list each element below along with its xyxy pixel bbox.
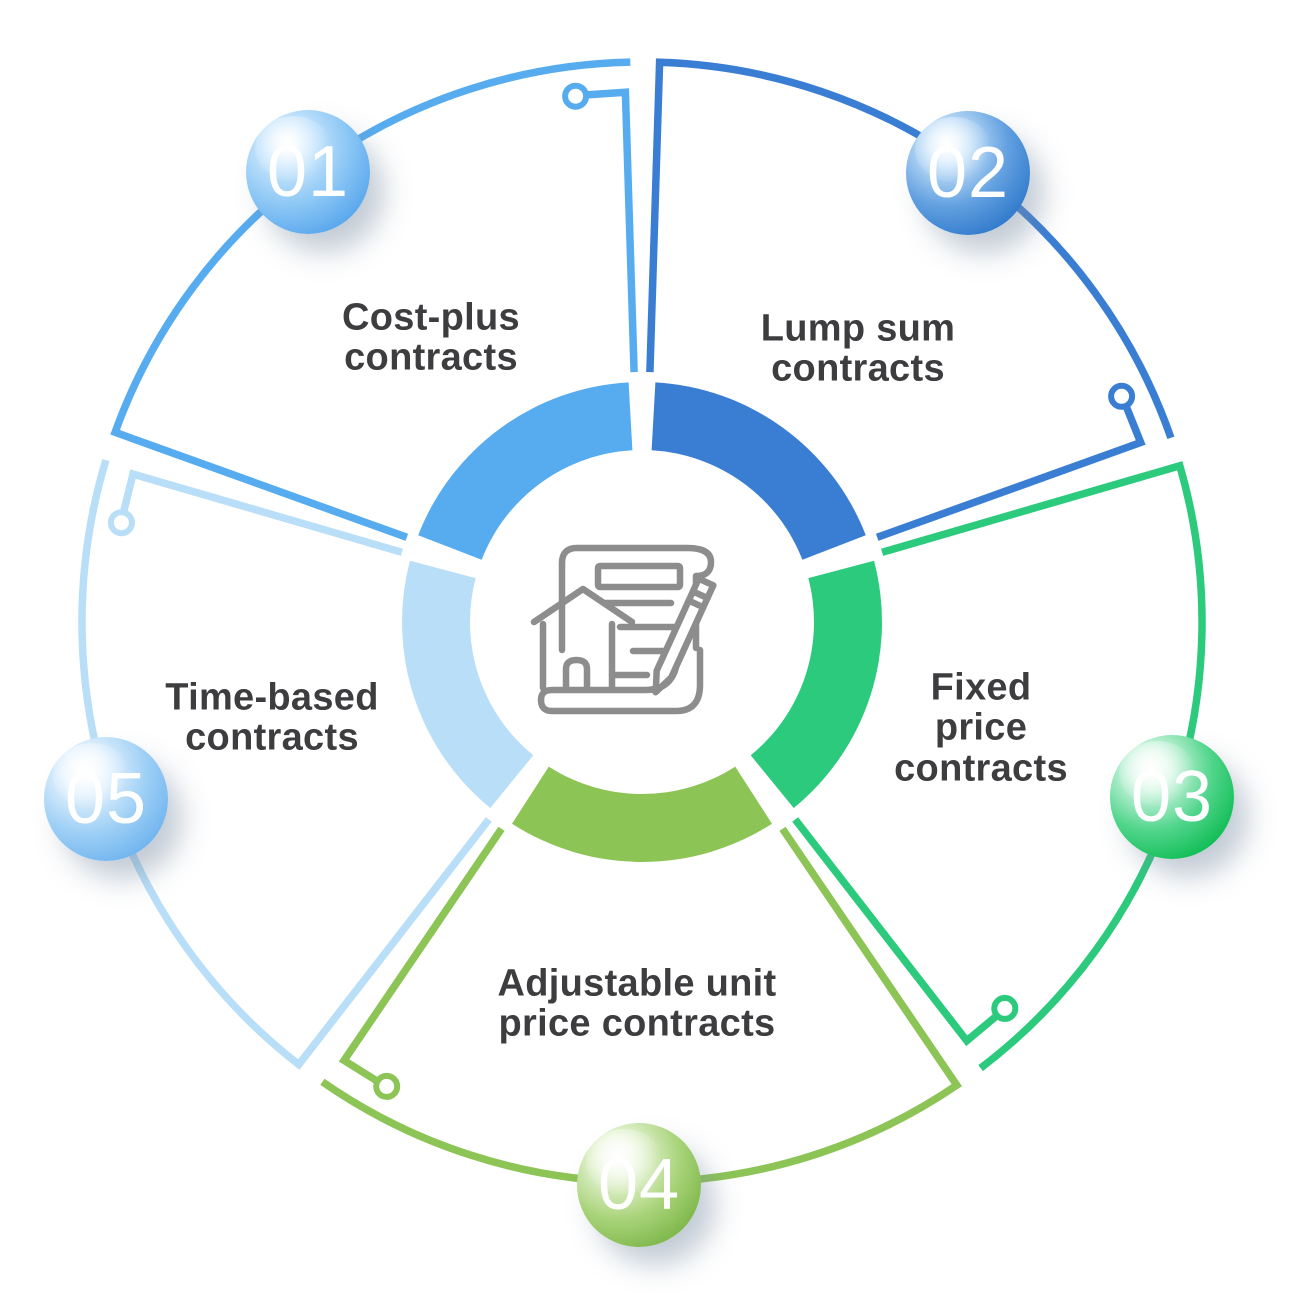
label-line: contracts bbox=[894, 747, 1068, 790]
section-label-01: Cost-plus contracts bbox=[342, 296, 520, 379]
section-pin-edge bbox=[119, 469, 403, 556]
pin-circle-icon bbox=[1108, 382, 1136, 410]
step-badge-03: 03 bbox=[1110, 735, 1234, 859]
step-number: 02 bbox=[926, 133, 1010, 213]
label-line: contracts bbox=[771, 348, 945, 390]
house-roof bbox=[530, 585, 636, 626]
step-number: 04 bbox=[597, 1145, 681, 1225]
donut-segment bbox=[512, 766, 772, 862]
section-label-03: Fixed price contracts bbox=[894, 666, 1068, 790]
label-line: Lump sum bbox=[760, 307, 956, 350]
donut-segment bbox=[651, 382, 866, 560]
section-pin-edge bbox=[586, 88, 638, 373]
step-badge-04: 04 bbox=[577, 1123, 701, 1247]
label-line: Fixed bbox=[930, 666, 1032, 709]
step-number: 03 bbox=[1130, 757, 1214, 837]
donut-segment bbox=[750, 560, 882, 808]
section-label-04: Adjustable unit price contracts bbox=[497, 962, 777, 1045]
pin-circle-icon bbox=[562, 82, 590, 110]
step-number: 01 bbox=[266, 132, 350, 212]
step-number: 05 bbox=[64, 759, 148, 839]
house-door bbox=[562, 656, 591, 692]
section-pin-edge bbox=[338, 826, 505, 1085]
pen-clip-line bbox=[685, 597, 707, 611]
section-pin-edge bbox=[792, 817, 1000, 1047]
scroll-bottom bbox=[537, 646, 704, 715]
label-line: Adjustable unit bbox=[497, 962, 777, 1005]
label-line: price contracts bbox=[498, 1003, 776, 1045]
section-04 bbox=[320, 766, 963, 1186]
document-page bbox=[558, 544, 715, 654]
pen-clip-line bbox=[689, 588, 711, 602]
section-label-02: Lump sum contracts bbox=[760, 307, 956, 390]
donut-segment bbox=[402, 560, 534, 808]
pin-circle-icon bbox=[373, 1072, 401, 1100]
section-label-05: Time-based contracts bbox=[165, 676, 379, 759]
label-line: Cost-plus bbox=[342, 296, 520, 339]
label-line: contracts bbox=[344, 337, 518, 379]
document-title-box bbox=[594, 562, 684, 591]
contract-document-icon bbox=[530, 544, 717, 715]
section-pin-edge bbox=[875, 405, 1146, 541]
house-body bbox=[539, 620, 616, 692]
label-line: price bbox=[934, 706, 1028, 749]
label-line: Time-based bbox=[165, 676, 379, 719]
step-badge-02: 02 bbox=[906, 111, 1030, 235]
donut-segment bbox=[418, 382, 633, 560]
step-badge-01: 01 bbox=[246, 110, 370, 234]
step-badge-05: 05 bbox=[44, 737, 168, 861]
pin-circle-icon bbox=[107, 509, 135, 537]
label-line: contracts bbox=[185, 717, 359, 759]
pin-circle-icon bbox=[991, 994, 1019, 1022]
